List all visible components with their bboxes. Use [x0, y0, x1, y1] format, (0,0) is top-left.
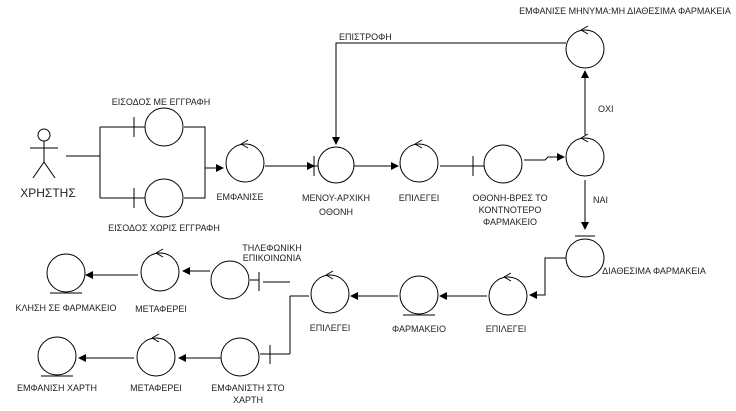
boundary-map: [220, 337, 271, 377]
phone-label-line2: ΕΠΙΚΟΙΝΩΝΙΑ: [243, 253, 301, 263]
find-nearest-label-line2: ΚΟΝΤΝΟΤΕΡΟ: [479, 205, 542, 215]
control-show: [225, 139, 265, 183]
transfers-2-label: ΜΕΤΑΦΕΡΕΙ: [130, 383, 182, 393]
available-label: ΔΙΑΘΕΣΙΜΑ ΦΑΡΜΑΚΕΙΑ: [602, 266, 706, 276]
find-nearest-label-line3: ΦΑΡΜΑΚΕΙΟ: [483, 217, 537, 227]
transfers-1-label: ΜΕΤΑΦΕΡΕΙ: [135, 304, 187, 314]
select-3-label: ΕΠΙΛΕΓΕΙ: [310, 323, 350, 333]
phone-label-line1: ΤΗΛΕΦΩΝΙΚΗ: [242, 243, 301, 253]
yes-label: ΝΑΙ: [593, 195, 608, 205]
find-nearest-label-line1: ΟΘΟΝΗ-ΒΡΕΣ ΤΟ: [472, 193, 547, 203]
boundary-menu: [313, 146, 355, 184]
no-label: ΟΧΙ: [598, 104, 614, 114]
entity-pharmacy: [399, 275, 439, 316]
entity-show-map: [37, 336, 77, 377]
select-1-label: ΕΠΙΛΕΓΕΙ: [399, 193, 439, 203]
edges: [66, 42, 589, 362]
control-transfers-2: [136, 333, 176, 377]
map-show-label-line1: ΕΜΦΑΝΙΣΤΗ ΣΤΟ: [211, 383, 284, 393]
boundary-login-without-registration: [133, 178, 184, 218]
boundary-phone: [210, 260, 260, 300]
boundary-login-with-registration: [133, 107, 184, 147]
control-select-3: [310, 270, 350, 314]
show-label: ΕΜΦΑΝΙΣΕ: [217, 192, 264, 202]
return-label: ΕΠΙΣΤΡΟΦΗ: [339, 32, 392, 42]
show-map-label: ΕΜΦΑΝΙΣΗ ΧΑΡΤΗ: [17, 383, 97, 393]
menu-label-line1: ΜΕΝΟΥ-ΑΡΧΙΚΗ: [302, 193, 370, 203]
control-decision: [565, 133, 605, 177]
login-with-registration-label: ΕΙΣΟΔΟΣ ΜΕ ΕΓΓΡΑΦΗ: [112, 97, 210, 107]
boundary-find-nearest: [472, 144, 523, 184]
login-without-registration-label: ΕΙΣΟΔΟΣ ΧΩΡΙΣ ΕΓΓΡΑΦΗ: [108, 223, 220, 233]
menu-label-line2: ΟΘΟΝΗ: [319, 207, 353, 217]
control-select-1: [399, 139, 439, 183]
actor-label: ΧΡΗΣΤΗΣ: [20, 186, 76, 200]
actor-user-figure: [30, 128, 58, 179]
map-show-label-line2: ΧΑΡΤΗ: [233, 395, 263, 405]
select-2-label: ΕΠΙΛΕΓΕΙ: [486, 324, 526, 334]
entity-call-pharmacy: [46, 253, 86, 294]
control-show-message: [565, 25, 605, 69]
show-message-label: ΕΜΦΑΝΙΣΕ ΜΗΝΥΜΑ:ΜΗ ΔΙΑΘΕΣΙΜΑ ΦΑΡΜΑΚΕΙΑ: [519, 6, 731, 16]
pharmacy-label: ΦΑΡΜΑΚΕΙΟ: [392, 324, 446, 334]
boundary-available: [565, 235, 605, 278]
control-select-2: [488, 272, 528, 316]
control-transfers-1: [140, 248, 180, 292]
call-pharmacy-label: ΚΛΗΣΗ ΣΕ ΦΑΡΜΑΚΕΙΟ: [15, 303, 116, 313]
